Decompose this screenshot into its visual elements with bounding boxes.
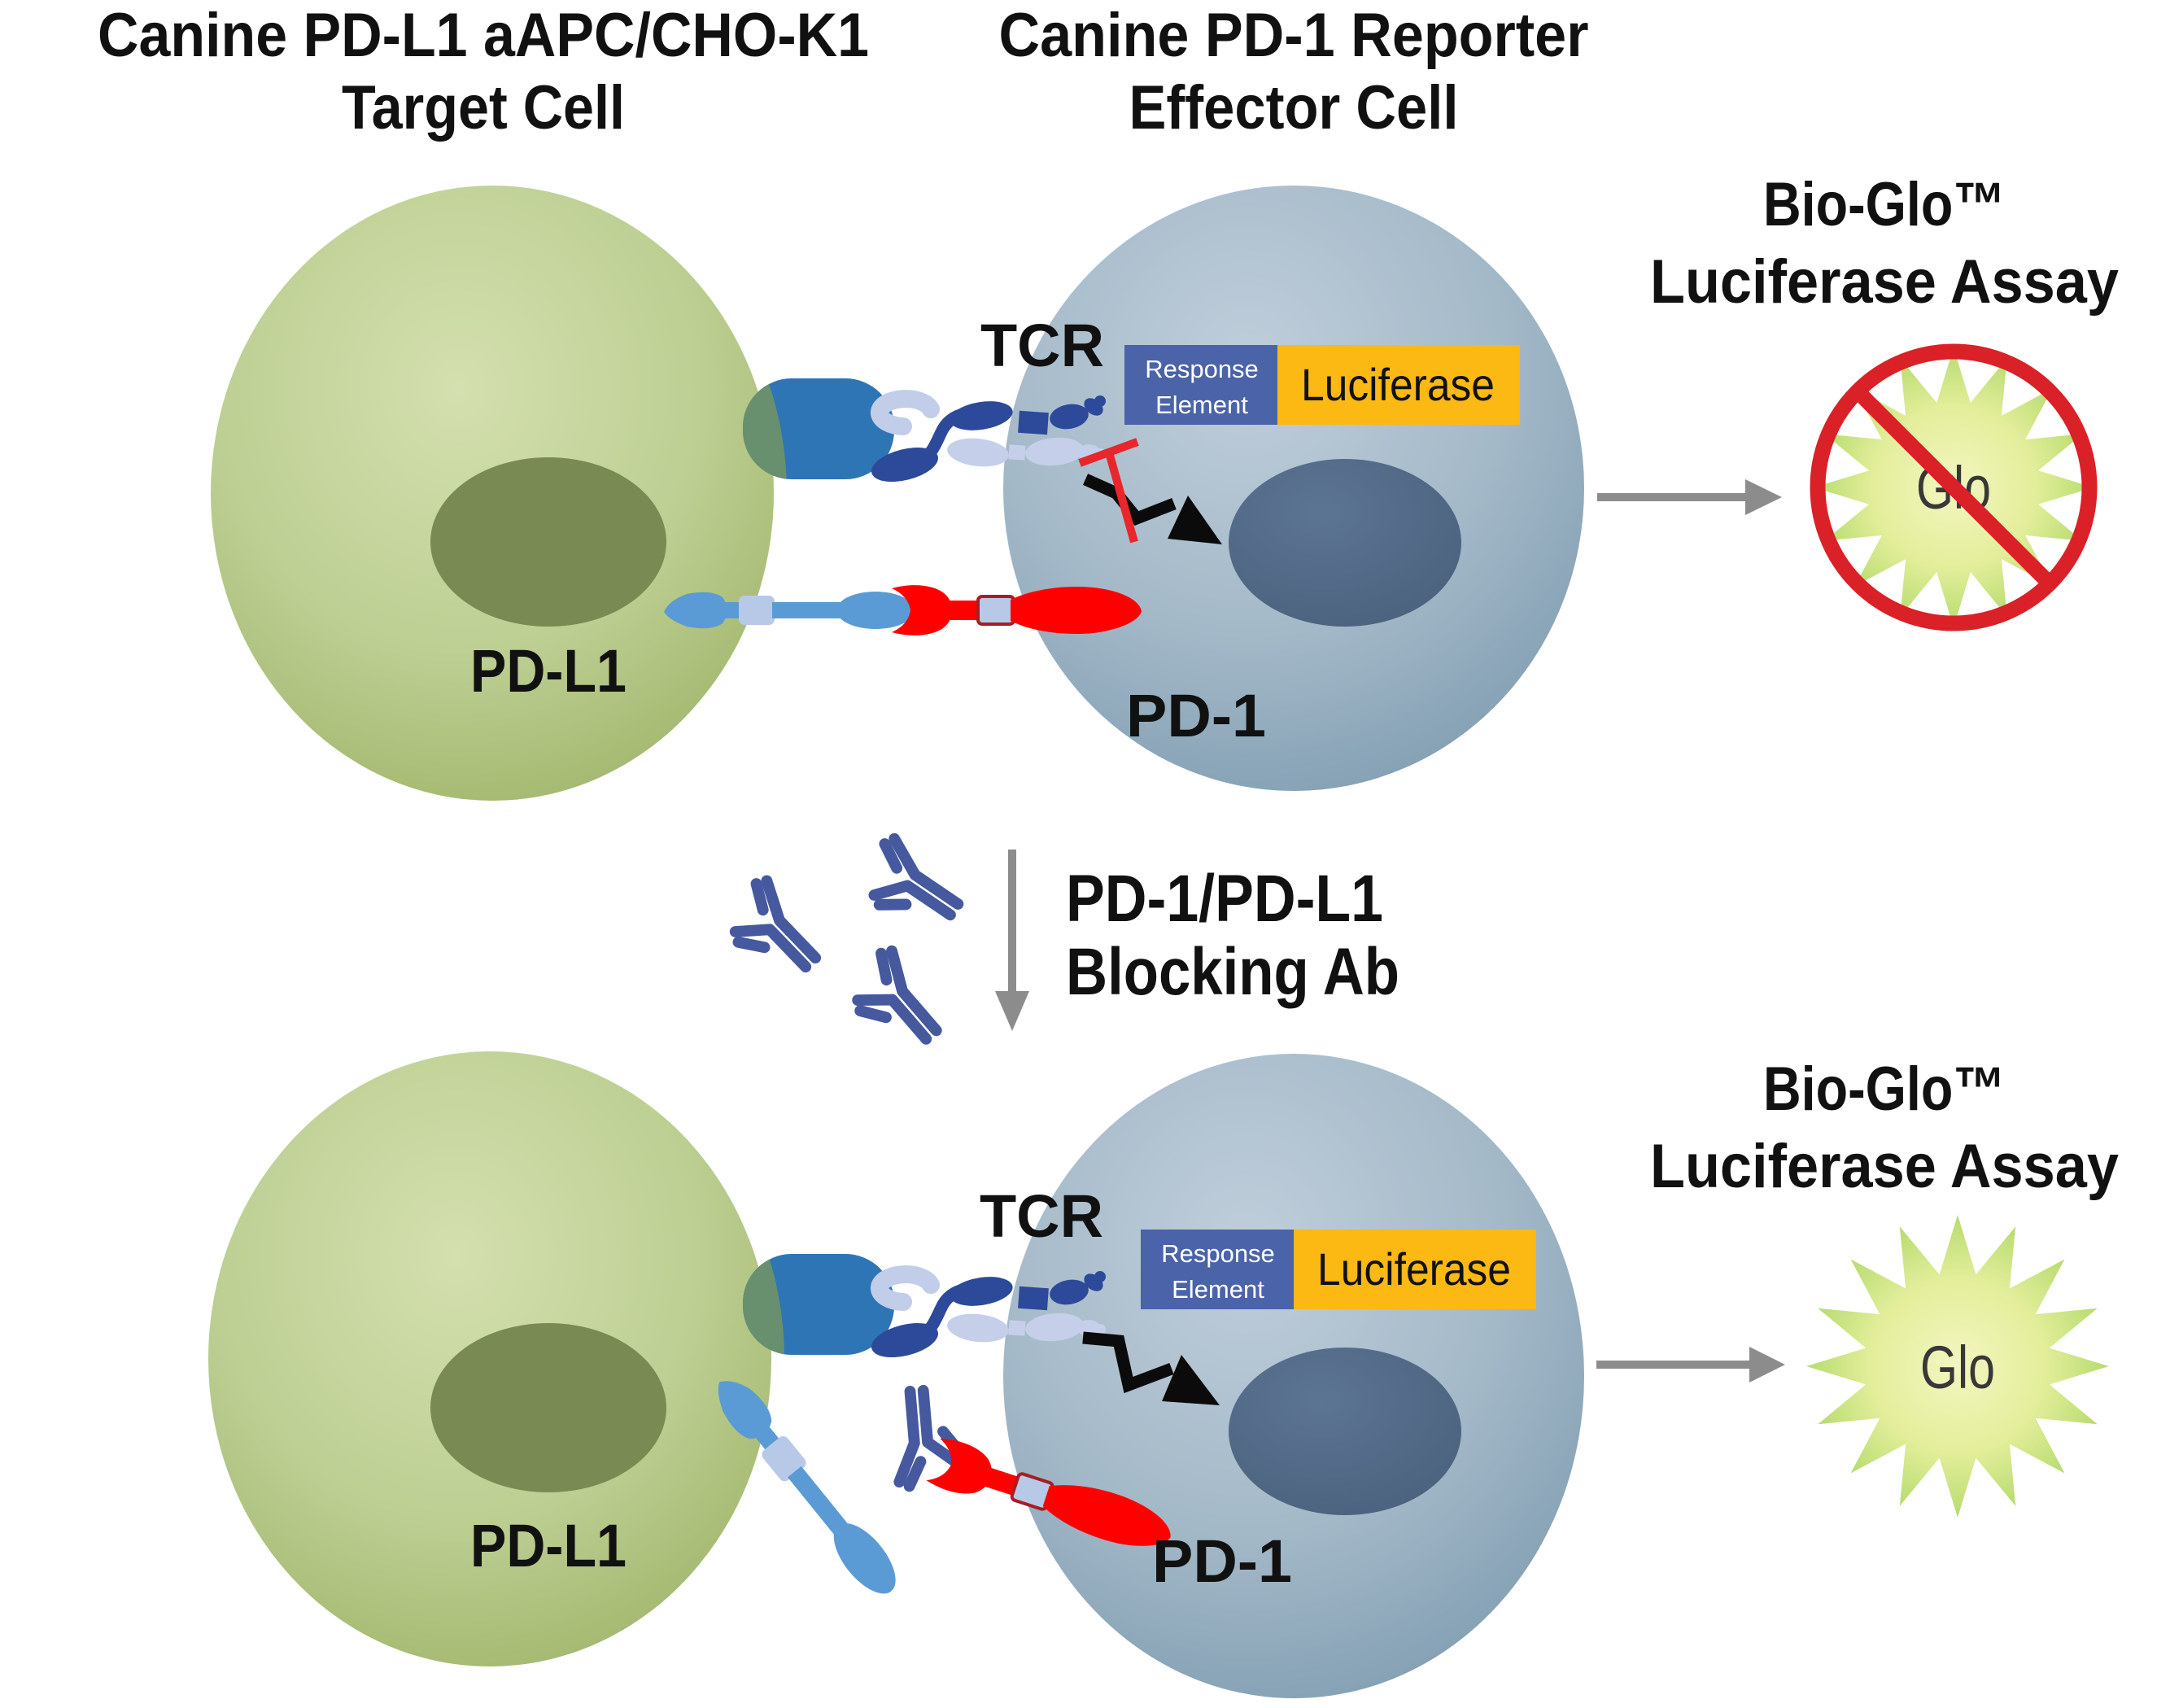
- svg-text:Blocking Ab: Blocking Ab: [1066, 935, 1399, 1009]
- svg-text:Bio-Glo™: Bio-Glo™: [1763, 1055, 2006, 1124]
- svg-text:Luciferase Assay: Luciferase Assay: [1650, 1132, 2119, 1201]
- svg-text:PD-1: PD-1: [1126, 682, 1266, 749]
- svg-text:Response: Response: [1161, 1239, 1275, 1268]
- svg-text:Effector Cell: Effector Cell: [1129, 73, 1459, 142]
- svg-text:PD-1: PD-1: [1152, 1527, 1292, 1595]
- svg-text:PD-1/PD-L1: PD-1/PD-L1: [1066, 862, 1383, 936]
- svg-text:Luciferase: Luciferase: [1317, 1243, 1511, 1295]
- svg-text:Glo: Glo: [1920, 1334, 1995, 1401]
- svg-text:Luciferase: Luciferase: [1301, 359, 1495, 410]
- svg-text:Luciferase Assay: Luciferase Assay: [1650, 247, 2119, 317]
- svg-text:TCR: TCR: [980, 1182, 1103, 1250]
- svg-text:PD-L1: PD-L1: [470, 1512, 627, 1579]
- svg-text:Canine PD-1 Reporter: Canine PD-1 Reporter: [999, 1, 1589, 70]
- svg-text:TCR: TCR: [980, 312, 1104, 379]
- svg-text:Element: Element: [1172, 1275, 1264, 1304]
- svg-text:Canine PD-L1 aAPC/CHO-K1: Canine PD-L1 aAPC/CHO-K1: [98, 1, 869, 70]
- svg-text:Bio-Glo™: Bio-Glo™: [1763, 170, 2006, 239]
- svg-text:Response: Response: [1145, 355, 1259, 383]
- svg-text:Element: Element: [1155, 391, 1248, 419]
- svg-text:PD-L1: PD-L1: [470, 637, 627, 705]
- svg-text:Target Cell: Target Cell: [342, 73, 625, 142]
